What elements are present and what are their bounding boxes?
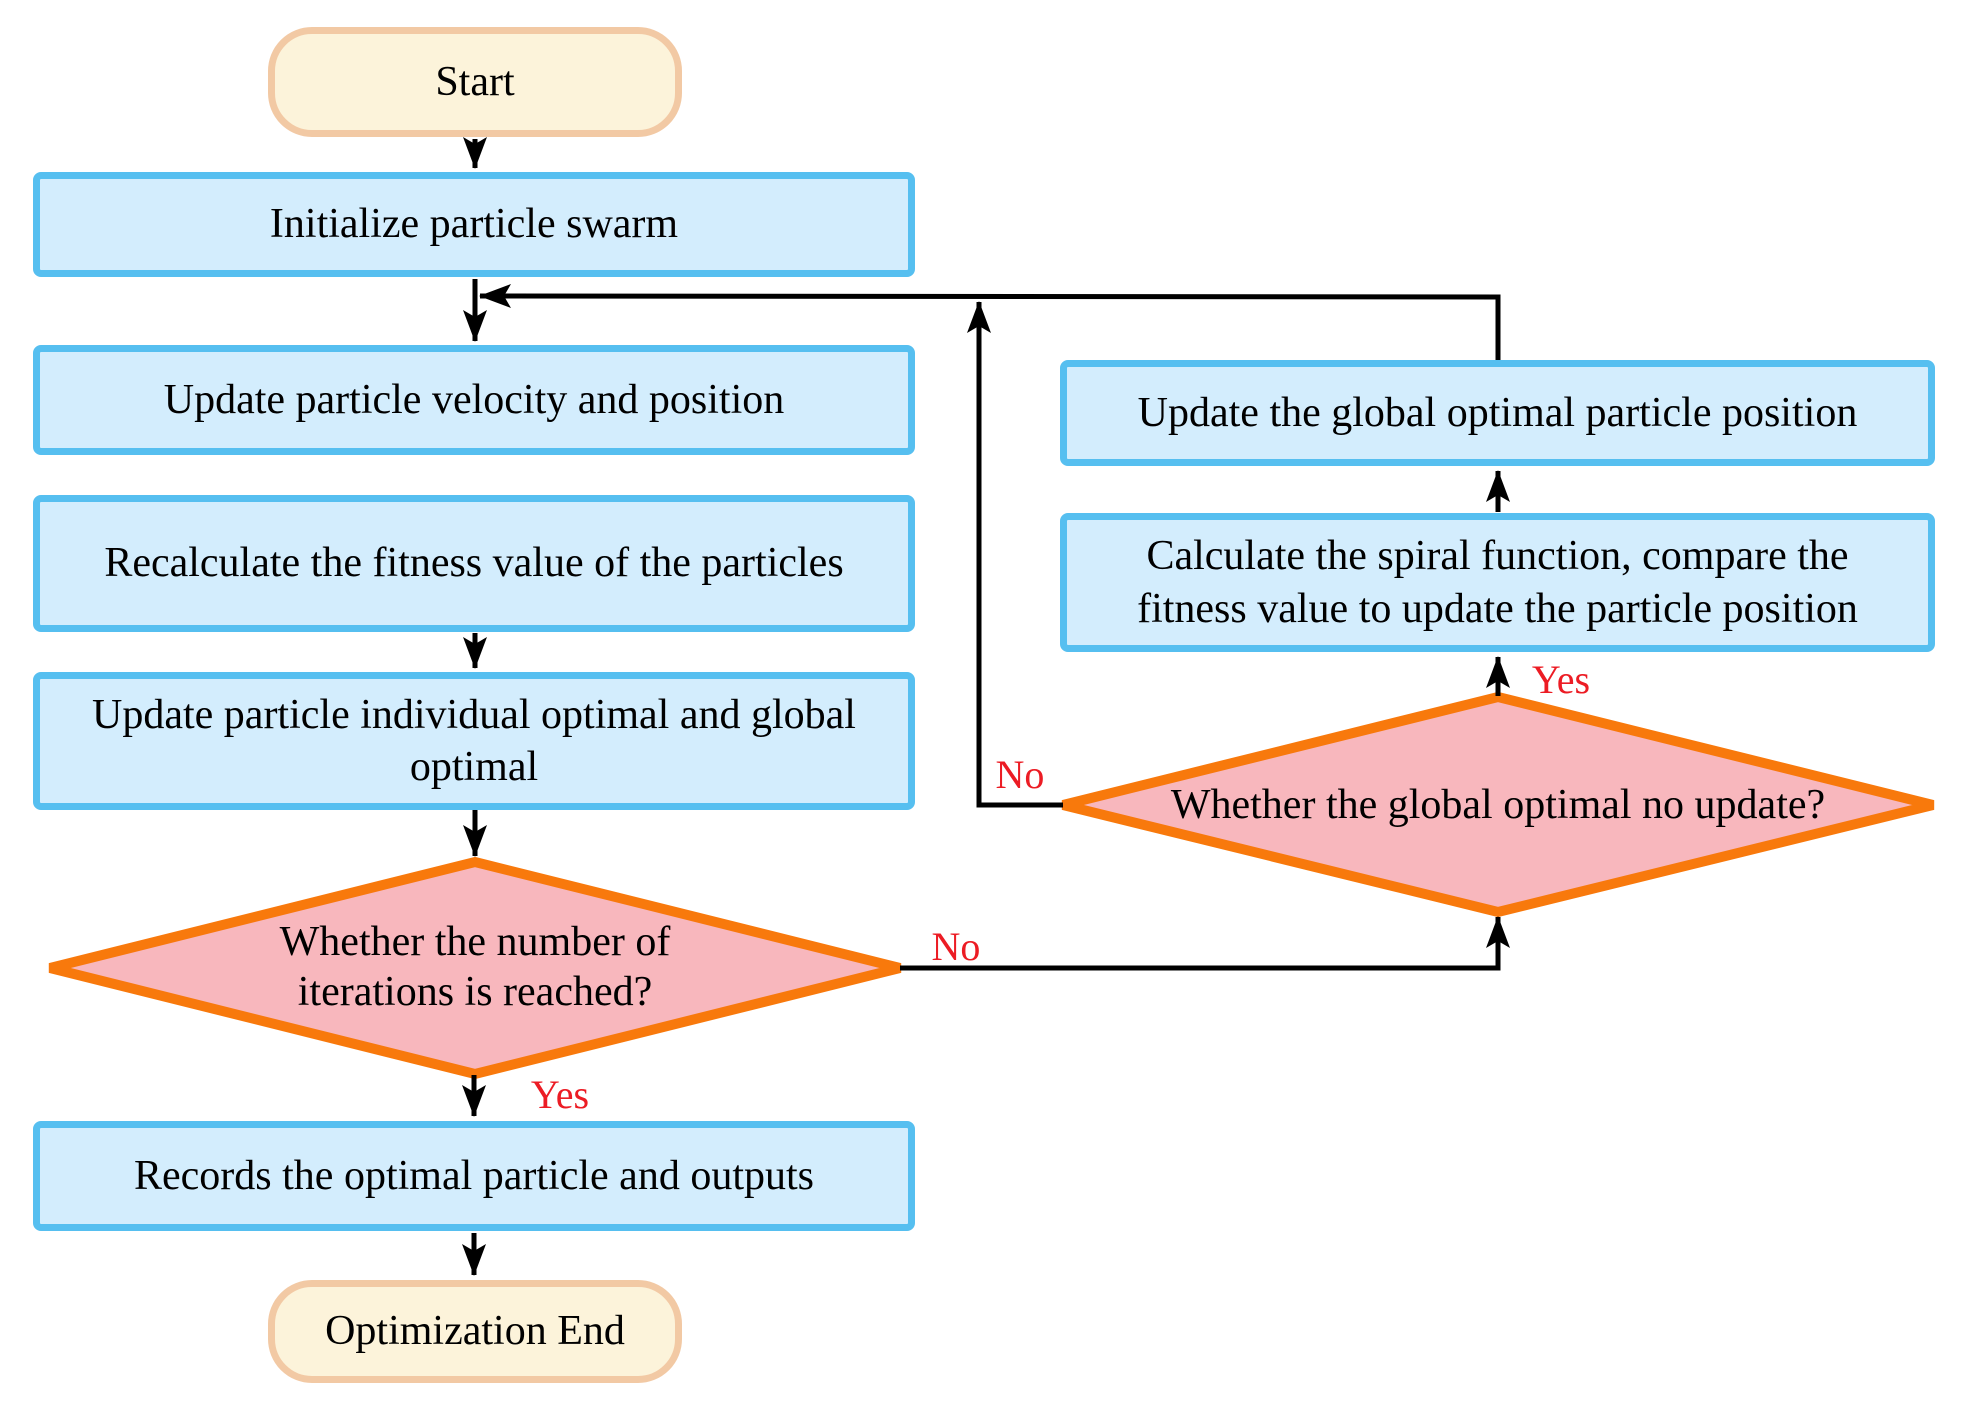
spiral-function-label: Calculate the spiral function, compare t… [1137,533,1858,632]
recalculate-fitness-label: Recalculate the fitness value of the par… [104,540,844,587]
no-update-yes-label: Yes [1531,657,1591,702]
update-velocity-label: Update particle velocity and position [163,376,785,423]
no-update-decision-label: Whether the global optimal no update? [1170,782,1826,829]
start-node: Start [268,27,682,137]
initialize-label: Initialize particle swarm [269,201,679,248]
edge-feedback-global-to-velocity [479,284,1501,361]
iterations-decision-shape [48,856,902,1080]
update-global-optimal-label: Update the global optimal particle posit… [1137,389,1858,436]
edge-iterations-no-path [900,916,1510,971]
recalculate-fitness-node: Recalculate the fitness value of the par… [33,495,915,632]
update-global-optimal-node: Update the global optimal particle posit… [1060,360,1935,466]
optimization-end-node: Optimization End [268,1280,682,1383]
spiral-function-node: Calculate the spiral function, compare t… [1060,513,1935,652]
no-update-no-label: No [995,752,1045,797]
optimization-end-label: Optimization End [325,1308,625,1355]
records-outputs-node: Records the optimal particle and outputs [33,1121,915,1231]
records-outputs-label: Records the optimal particle and outputs [134,1152,814,1199]
update-velocity-node: Update particle velocity and position [33,345,915,455]
start-label: Start [435,58,515,105]
iterations-no-label: No [931,924,981,969]
update-optimal-node: Update particle individual optimal and g… [33,672,915,810]
no-update-decision-shape [1061,691,1935,918]
iterations-decision-label: Whether the number of iterations is reac… [279,919,671,1015]
iterations-yes-label: Yes [530,1072,590,1117]
update-optimal-label: Update particle individual optimal and g… [92,691,856,791]
initialize-node: Initialize particle swarm [33,172,915,277]
edge-no-update-no-path [967,301,1063,808]
